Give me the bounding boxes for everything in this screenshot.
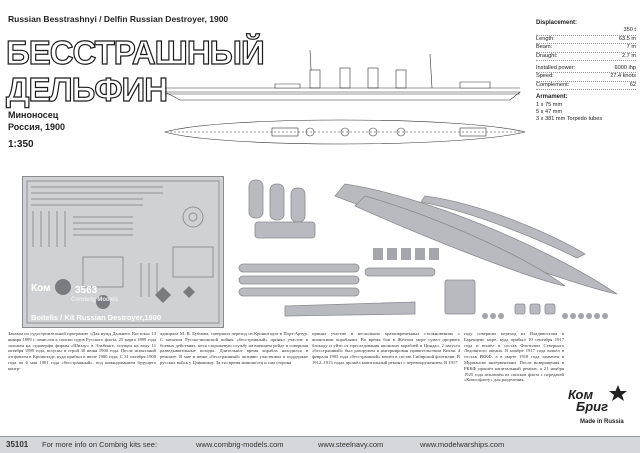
kombrig-logo: Ком Бриг Made in Russia	[566, 383, 630, 433]
boat-1	[238, 263, 360, 273]
side-profile	[164, 49, 521, 101]
photoetch-brand-mark: Ком	[31, 283, 51, 294]
history-col-3: принял участие в нескольких кратковремен…	[312, 331, 460, 365]
spec-power: Installed power:6000 ihp	[536, 65, 636, 74]
funnel-3	[290, 187, 306, 223]
funnel-4	[254, 221, 316, 239]
plan-view	[163, 119, 526, 145]
spec-displacement: 350 t	[536, 27, 636, 36]
photoetch-fret: Ком 3563 Combrig Models Boitelis / Kit R…	[22, 176, 224, 328]
gun-3	[544, 303, 556, 315]
title-ru-line1: БЕССТРАШНЫЙ	[5, 34, 265, 71]
spec-length: Length:63.5 m	[536, 36, 636, 45]
title-en: Russian Besstrashnyi / Delfin Russian De…	[8, 14, 229, 24]
logo-line1: Ком	[568, 387, 594, 402]
scale-label: 1:350	[8, 139, 34, 150]
armament-2: 5 x 47 mm	[536, 109, 563, 116]
boat-4	[364, 267, 436, 277]
spec-draught: Draught:2.7 m	[536, 53, 636, 62]
title-ru-line2: ДЕЛЬФИН	[5, 71, 168, 108]
torpedo-tube	[284, 301, 416, 317]
gun-2	[529, 303, 541, 315]
spec-complement: Complement:62	[536, 82, 636, 91]
hull-lower	[354, 195, 566, 287]
boat-2	[238, 275, 360, 285]
mast-part	[444, 279, 476, 315]
logo-line2: Бриг	[576, 399, 609, 414]
armament-3: 3 x 381 mm Torpedo tubes	[536, 116, 603, 123]
footer-bar: 35101 For more info on Combrig kits see:…	[0, 436, 640, 453]
spec-speed: Speed:27.4 knots	[536, 73, 636, 82]
star-icon	[609, 385, 627, 401]
funnel-2	[269, 183, 285, 221]
photoetch-parts	[26, 180, 220, 324]
history-col-1: Заказан по судостроительной программе «Д…	[8, 331, 156, 371]
photoetch-caption: Boitelis / Kit Russian Destroyer,1900	[31, 313, 162, 322]
spec-beam: Beam:7 m	[536, 44, 636, 53]
gun-1	[514, 303, 526, 315]
footer-link-modelwarships[interactable]: www.modelwarships.com	[420, 440, 505, 449]
history-col-2: адмирала М. В. Бубнова, совершил переход…	[160, 331, 308, 365]
made-in-label: Made in Russia	[580, 419, 624, 425]
history-col-4: году совершил переход из Владивостока в …	[464, 331, 564, 383]
photoetch-number: 3563	[75, 285, 98, 296]
footer-link-combrig[interactable]: www.combrig-models.com	[196, 440, 284, 449]
displacement-heading: Displacement:	[536, 20, 578, 26]
armament-heading: Armament:	[536, 94, 568, 101]
subtitle-ru-line1: Миноносец	[8, 110, 59, 120]
subtitle-ru-line2: Россия, 1900	[8, 122, 65, 132]
kit-code: 35101	[6, 440, 29, 449]
deck-part	[420, 195, 586, 259]
specs-table: Displacement: 350 t Length:63.5 m Beam:7…	[536, 20, 636, 124]
photoetch-brand: Combrig Models	[71, 297, 119, 303]
resin-parts	[238, 179, 618, 319]
armament-1: 1 x 75 mm	[536, 101, 563, 108]
footer-text: For more info on Combrig kits see:	[42, 440, 158, 449]
ship-drawing	[163, 49, 526, 145]
boat-3	[238, 287, 360, 297]
footer-link-steelnavy[interactable]: www.steelnavy.com	[318, 440, 384, 449]
funnel-1	[248, 179, 264, 219]
